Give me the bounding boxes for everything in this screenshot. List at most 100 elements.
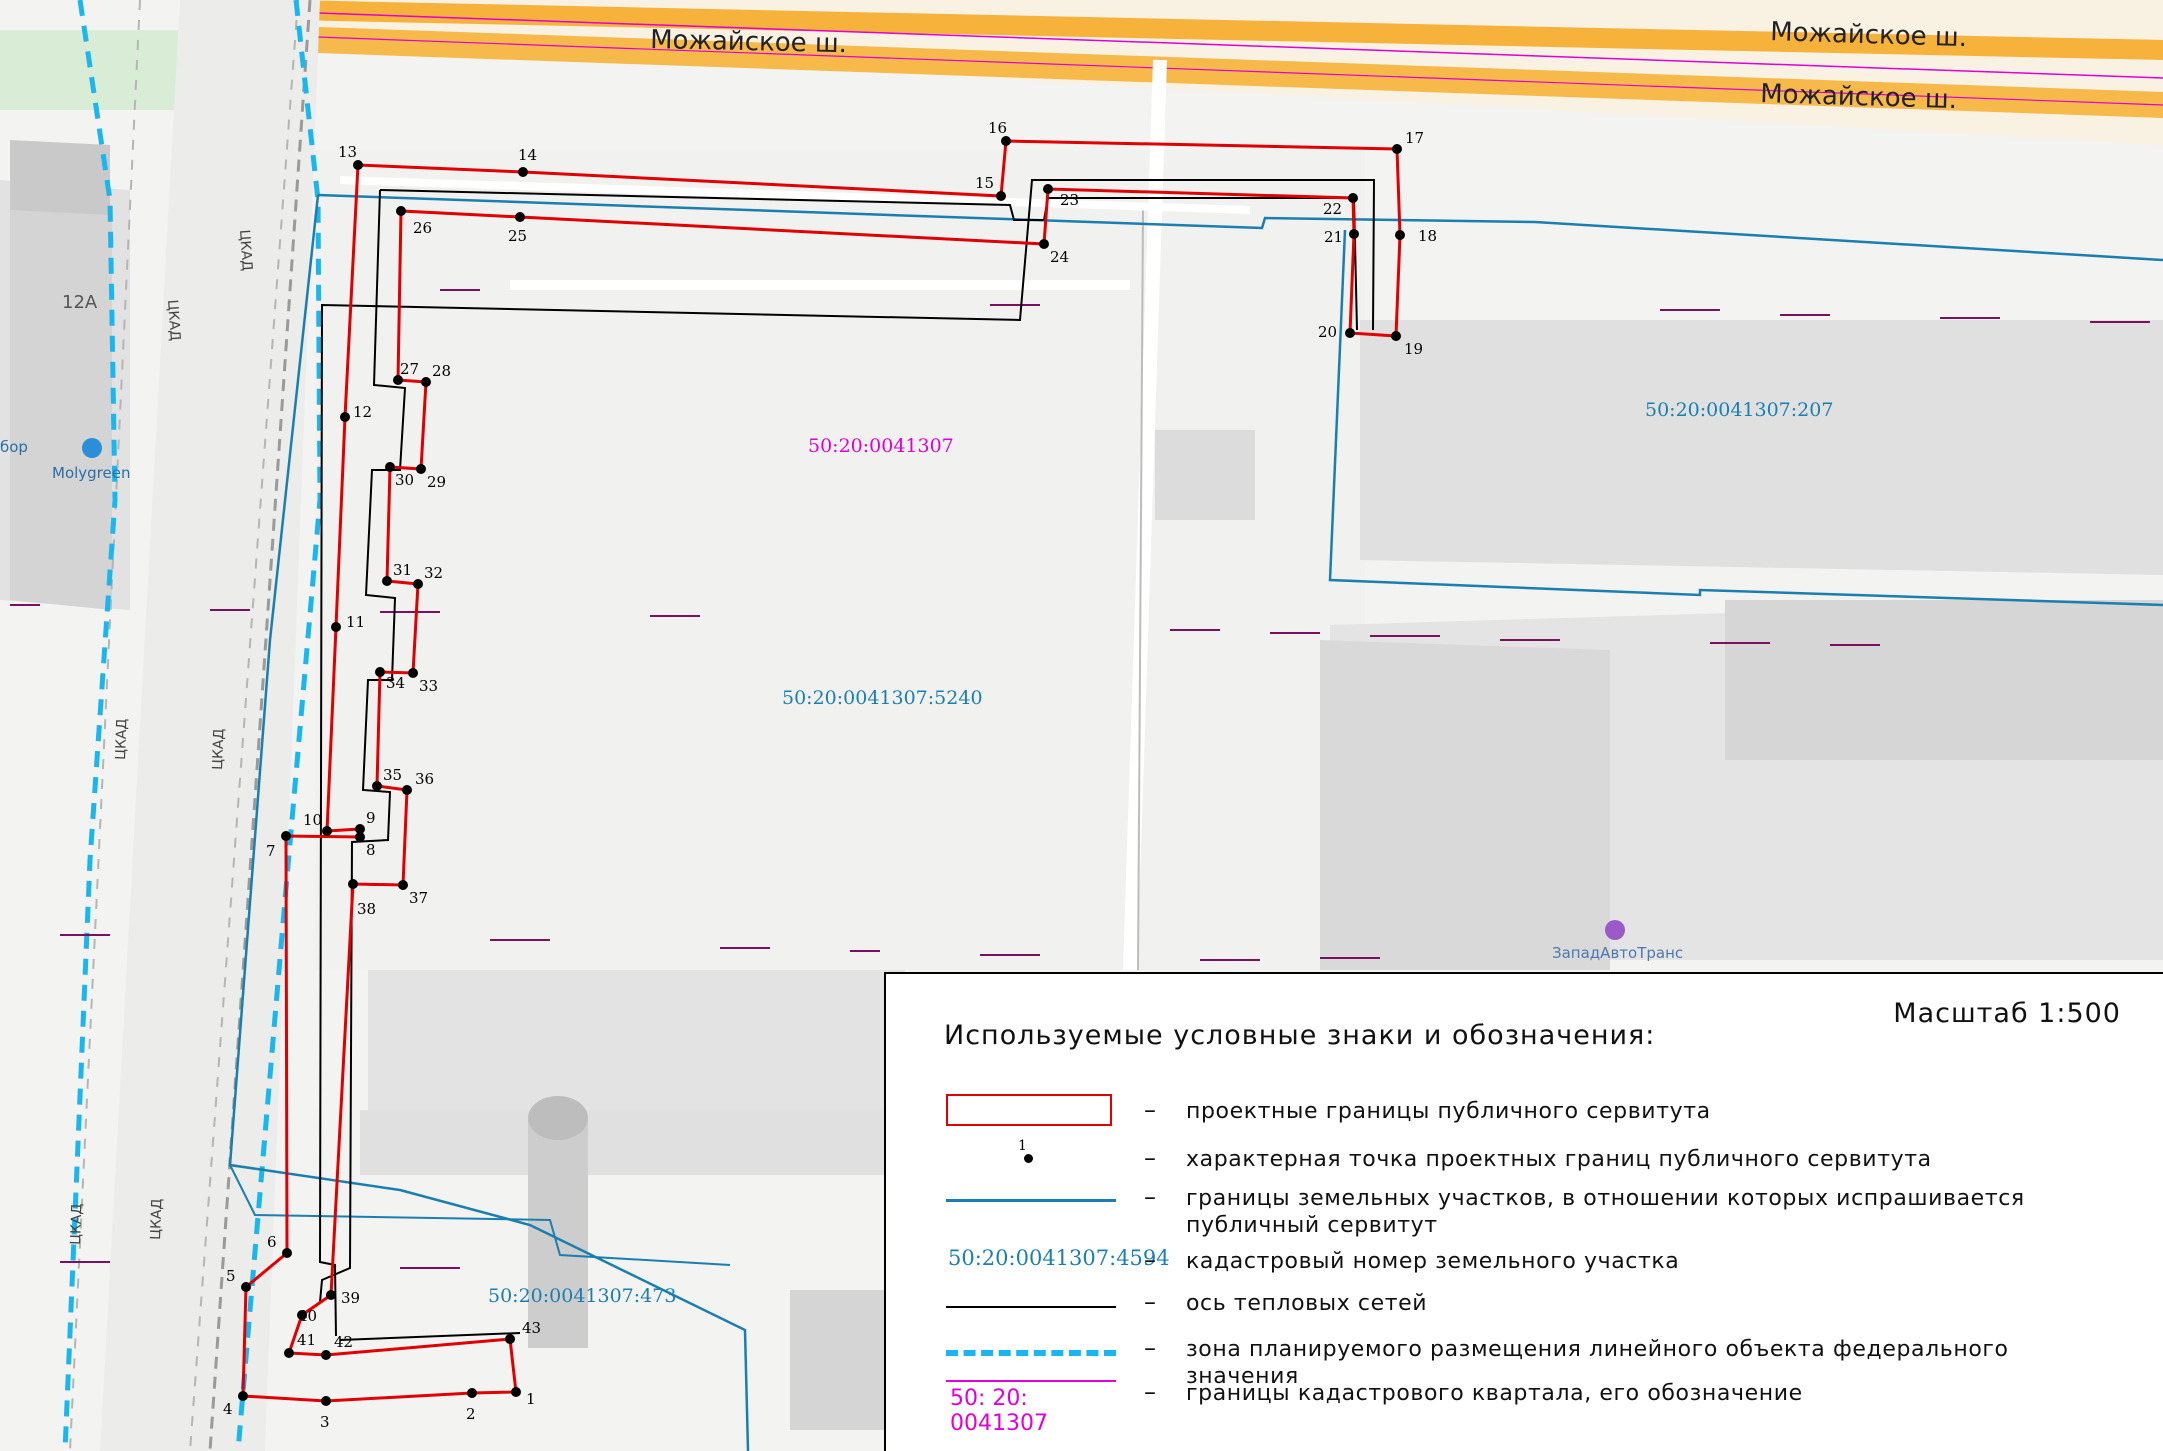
point-marker-19 — [1391, 331, 1401, 341]
point-label-20: 20 — [1318, 323, 1337, 341]
parcel-main: 50:20:0041307:5240 — [782, 687, 983, 709]
ckad-label-1: ЦКАД — [164, 299, 183, 341]
southeast-building-2 — [1320, 640, 1610, 970]
point-label-36: 36 — [415, 770, 434, 788]
legend-symbol-federal-zone — [946, 1332, 1116, 1372]
legend-text-federal-zone: зона планируемого размещения линейного о… — [1186, 1337, 2009, 1389]
clipped-poi-label: бор — [0, 438, 28, 456]
main-territory — [315, 150, 1365, 970]
small-building — [1155, 430, 1255, 520]
point-label-13: 13 — [338, 143, 357, 161]
legend-row-servitude: – проектные границы публичного сервитута — [886, 1092, 2163, 1132]
federal-zone-west — [62, 0, 118, 1451]
point-label-31: 31 — [393, 561, 412, 579]
point-marker-22 — [1348, 193, 1358, 203]
point-label-18: 18 — [1418, 227, 1437, 245]
building-12a-roof — [10, 140, 110, 215]
legend-text-servitude: проектные границы публичного сервитута — [1186, 1099, 1711, 1124]
point-marker-31 — [382, 576, 392, 586]
road-labels: Можайское ш. Можайское ш. Можайское ш. Ц… — [68, 17, 1967, 1245]
parcel-boundary-207 — [1328, 229, 2163, 607]
point-label-27: 27 — [400, 360, 419, 378]
legend-text-parcel-boundary: границы земельных участков, в отношении … — [1186, 1186, 2025, 1238]
point-marker-10 — [322, 826, 332, 836]
point-marker-12 — [340, 412, 350, 422]
zapadavtotrans-icon — [1605, 920, 1625, 940]
point-marker-28 — [421, 377, 431, 387]
point-label-8: 8 — [366, 841, 376, 859]
point-label-3: 3 — [320, 1413, 330, 1431]
legend-symbol-cadastral: 50:20:0041307:4594 — [946, 1246, 1170, 1286]
highway-label-3: Можайское ш. — [1760, 79, 1958, 115]
point-label-29: 29 — [427, 473, 446, 491]
point-marker-21 — [1349, 229, 1359, 239]
molygreen-label: Molygreen — [52, 464, 131, 482]
highway-label-1: Можайское ш. — [650, 25, 847, 59]
zapadavtotrans-label: ЗападАвтоТранс — [1552, 944, 1683, 962]
point-label-26: 26 — [413, 219, 432, 237]
point-label-38: 38 — [357, 900, 376, 918]
ckad-label-2: ЦКАД — [236, 229, 255, 271]
legend-point-number: 1 — [1018, 1138, 1027, 1154]
point-marker-36 — [402, 785, 412, 795]
legend-row-parcel-boundary: – границы земельных участков, в отношени… — [886, 1179, 2163, 1239]
point-label-30: 30 — [395, 471, 414, 489]
point-label-4: 4 — [223, 1400, 233, 1418]
legend-quarter-sample: 50: 20: 0041307 — [950, 1386, 1048, 1436]
ckad-label-6: ЦКАД — [148, 1198, 165, 1240]
highway-upper-band — [290, 0, 2163, 60]
scale-label: Масштаб 1:500 — [1893, 998, 2121, 1029]
point-label-14: 14 — [518, 146, 537, 164]
point-label-41: 41 — [297, 1331, 316, 1349]
point-marker-24 — [1039, 239, 1049, 249]
point-marker-41 — [284, 1348, 294, 1358]
point-marker-43 — [505, 1334, 515, 1344]
legend-text-quarter: границы кадастрового квартала, его обозн… — [1186, 1381, 1803, 1406]
building-12a — [10, 200, 112, 610]
molygreen-icon — [82, 438, 102, 458]
quarter-number: 50:20:0041307 — [808, 435, 954, 457]
legend-symbol-servitude — [946, 1092, 1116, 1132]
point-label-1: 1 — [526, 1390, 536, 1408]
point-marker-3 — [321, 1396, 331, 1406]
point-marker-37 — [398, 880, 408, 890]
legend-dash: – — [1144, 1246, 1156, 1274]
legend-quarter-line — [946, 1380, 1116, 1382]
south-building-2 — [360, 1110, 905, 1175]
point-label-7: 7 — [266, 842, 276, 860]
point-label-25: 25 — [508, 227, 527, 245]
ckad-label-3: ЦКАД — [113, 718, 130, 760]
legend-symbol-point: 1 — [946, 1138, 1116, 1182]
building-number: 12А — [62, 292, 98, 313]
poi-labels: 12А Molygreen бор ЗападАвтоТранс — [0, 292, 1683, 962]
legend-text-point: характерная точка проектных границ публи… — [1186, 1147, 1932, 1172]
point-label-17: 17 — [1405, 129, 1424, 147]
point-marker-25 — [515, 212, 525, 222]
parcel-east: 50:20:0041307:207 — [1645, 399, 1833, 421]
railway-line-1 — [208, 0, 312, 1451]
point-marker-40 — [297, 1310, 307, 1320]
point-label-10: 10 — [303, 811, 322, 829]
point-label-15: 15 — [975, 174, 994, 192]
legend-dash: – — [1144, 1378, 1156, 1406]
point-marker-38 — [348, 879, 358, 889]
point-marker-6 — [282, 1248, 292, 1258]
heat-axis-south — [339, 1332, 521, 1341]
point-label-5: 5 — [226, 1267, 236, 1285]
quarter-dash-marks — [10, 289, 2150, 1269]
federal-zone-east — [235, 0, 323, 1451]
east-building — [1360, 320, 2163, 575]
legend-dash: – — [1144, 1334, 1156, 1362]
quarter-line-north — [289, 11, 2163, 79]
railway-line-2 — [189, 0, 299, 1451]
quarter-line-north-2 — [289, 35, 2163, 106]
legend-symbol-heat-axis — [946, 1286, 1116, 1326]
ckad-label-4: ЦКАД — [210, 728, 227, 770]
highway-lower-band — [290, 26, 2163, 118]
legend-symbol-quarter: 50: 20: 0041307 — [946, 1376, 1116, 1436]
inner-road — [1123, 59, 1167, 971]
legend-cadastral-sample: 50:20:0041307:4594 — [948, 1246, 1170, 1270]
point-marker-20 — [1345, 328, 1355, 338]
